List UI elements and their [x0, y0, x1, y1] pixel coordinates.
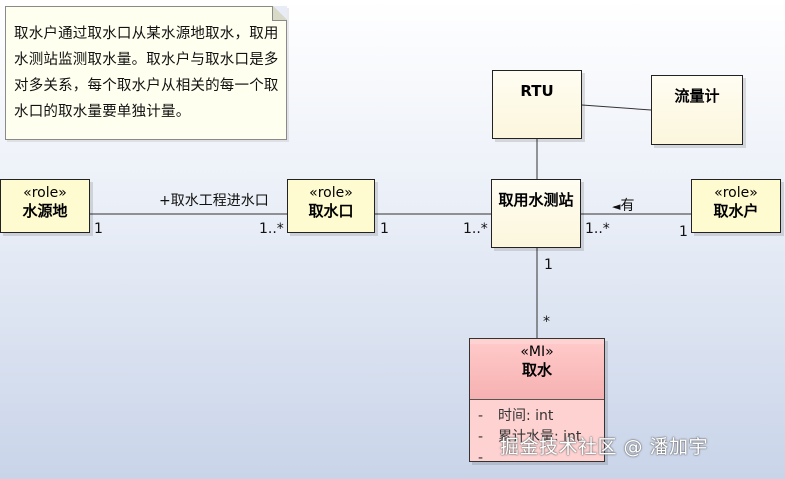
class-intake[interactable]: «role» 取水口: [287, 179, 375, 233]
class-flowmeter[interactable]: 流量计: [651, 75, 743, 145]
association-name-has: ◄有: [612, 195, 634, 215]
multiplicity-water-source: 1: [94, 221, 103, 237]
role-label-intake: +取水工程进水口: [159, 193, 269, 209]
class-withdrawal-stereotype: «MI»: [520, 344, 554, 360]
class-station-name: 取用水测站: [498, 191, 574, 209]
note-fold-corner: [272, 6, 287, 21]
attribute-row: -时间: int: [478, 406, 604, 427]
attribute-row: -: [478, 448, 604, 469]
class-withdrawal-attributes: -时间: int -累计水量: int -: [470, 400, 604, 469]
class-water-source[interactable]: «role» 水源地: [0, 179, 90, 233]
class-water-source-name: 水源地: [22, 202, 68, 220]
class-water-user-name: 取水户: [713, 202, 759, 220]
attribute-visibility: -: [478, 450, 484, 466]
note-text: 取水户通过取水口从某水源地取水，取用水测站监测取水量。取水户与取水口是多对多关系…: [14, 26, 279, 120]
class-withdrawal-name: 取水: [521, 361, 552, 379]
class-water-user[interactable]: «role» 取水户: [691, 179, 781, 233]
class-withdrawal-header: «MI» 取水: [470, 344, 604, 400]
association-line-rtu-flowmeter: [581, 104, 652, 111]
class-intake-stereotype: «role»: [309, 185, 353, 201]
association-name-text: 有: [620, 198, 635, 214]
multiplicity-intake-left: 1..*: [259, 221, 284, 237]
multiplicity-water-user: 1: [679, 224, 688, 240]
multiplicity-intake-right: 1: [380, 221, 389, 237]
class-intake-name: 取水口: [308, 202, 354, 220]
class-water-source-stereotype: «role»: [23, 185, 67, 201]
multiplicity-withdrawal: *: [543, 314, 550, 330]
attribute-visibility: -: [478, 429, 484, 445]
class-station[interactable]: 取用水测站: [491, 179, 581, 248]
multiplicity-station-right: 1..*: [585, 221, 610, 237]
class-withdrawal[interactable]: «MI» 取水 -时间: int -累计水量: int -: [469, 338, 605, 466]
multiplicity-station-left: 1..*: [463, 221, 488, 237]
note-box[interactable]: 取水户通过取水口从某水源地取水，取用水测站监测取水量。取水户与取水口是多对多关系…: [5, 6, 287, 140]
attribute-visibility: -: [478, 408, 484, 424]
multiplicity-station-bottom: 1: [544, 257, 553, 273]
class-rtu[interactable]: RTU: [492, 70, 582, 139]
watermark-text: 掘金技术社区 @ 潘加宇: [500, 436, 709, 458]
class-flowmeter-name: 流量计: [674, 87, 720, 105]
class-water-user-stereotype: «role»: [714, 185, 758, 201]
direction-arrow-icon: ◄: [612, 200, 621, 213]
attribute-text: 累计水量: int: [498, 429, 582, 445]
attribute-row: -累计水量: int: [478, 427, 604, 448]
attribute-text: 时间: int: [498, 408, 554, 424]
class-rtu-name: RTU: [520, 82, 554, 100]
